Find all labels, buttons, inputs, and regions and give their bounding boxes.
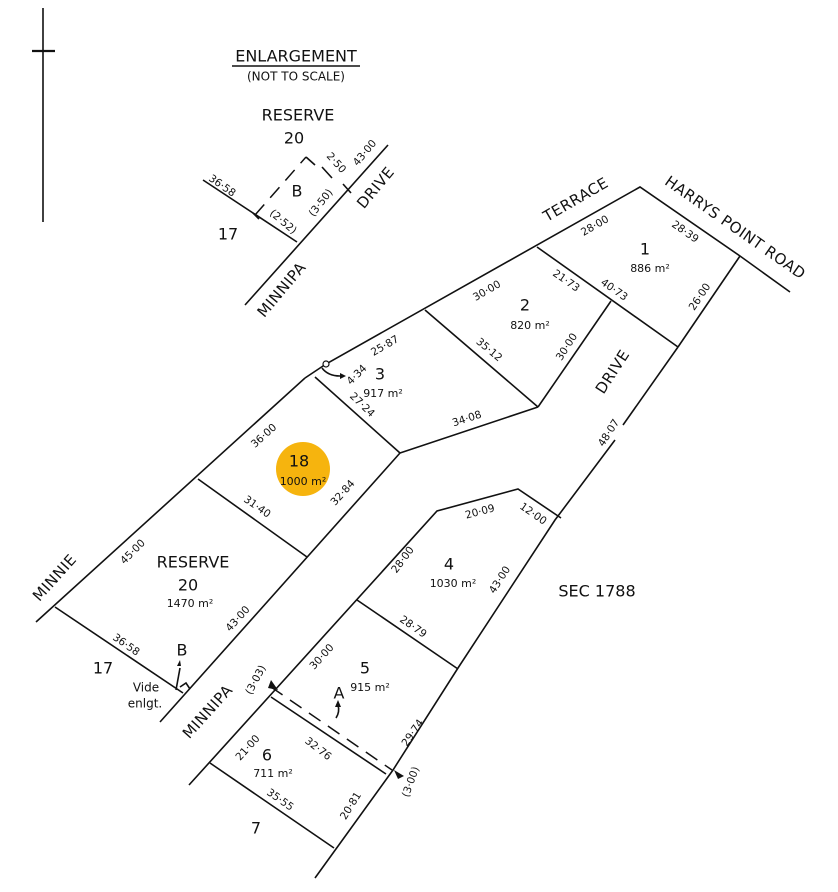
dim-label: 43·00 (223, 604, 252, 634)
north-mark (32, 8, 55, 222)
parcel-boundaries (35, 186, 791, 879)
enlargement-road-minnipa: MINNIPA (253, 258, 309, 320)
dim-label: (3·03) (243, 663, 268, 697)
lot-4-number: 4 (444, 555, 454, 574)
dim-label: 26·00 (687, 281, 714, 313)
dim-label: 32·76 (302, 735, 333, 763)
reserve-number: 20 (178, 576, 198, 595)
lot-17-number: 17 (93, 659, 113, 678)
vide-label: Vide (133, 681, 159, 695)
dim-label: 32·84 (328, 478, 357, 509)
lot-2-area: 820 m² (510, 319, 550, 332)
enlargement-title: ENLARGEMENT (235, 47, 357, 66)
dim-label: 43·00 (351, 138, 380, 169)
enlargement-reserve-label: RESERVE (262, 106, 335, 125)
lot-1-number: 1 (640, 240, 650, 259)
enlargement-reserve-number: 20 (284, 129, 304, 148)
dim-label: 21·73 (550, 267, 582, 294)
dim-label: 28·79 (397, 613, 429, 640)
dim-label: (3·00) (400, 765, 422, 799)
lot-6-number: 6 (262, 746, 272, 765)
lot-3-number: 3 (375, 365, 385, 384)
dim-label: 45·00 (118, 537, 148, 567)
dim-label: 30·00 (307, 642, 336, 672)
dim-label: 28·39 (669, 218, 701, 245)
lot-3-area: 917 m² (363, 387, 403, 400)
dim-label: (3·50) (307, 187, 336, 219)
enlargement-point-b: B (292, 182, 303, 201)
enlargement-road-drive: DRIVE (353, 163, 398, 212)
lot-18-highlight (276, 442, 330, 496)
road-drive: DRIVE (592, 346, 634, 397)
dim-label: 29·74 (399, 717, 426, 749)
dim-label: 48·07 (596, 417, 622, 449)
dim-label: 31·40 (241, 493, 273, 520)
reserve-label: RESERVE (157, 553, 230, 572)
enlgt-label: enlgt. (128, 697, 162, 711)
point-a-label: A (334, 684, 345, 703)
reserve-area: 1470 m² (167, 597, 214, 610)
lot-7-number: 7 (251, 819, 261, 838)
lot-6-area: 711 m² (253, 767, 293, 780)
dim-label: 35·12 (474, 336, 505, 365)
lot-5-area: 915 m² (350, 681, 390, 694)
lot-18-area: 1000 m² (280, 475, 327, 488)
dim-label: 20·81 (338, 790, 364, 822)
lot-5-number: 5 (360, 659, 370, 678)
point-b-label: B (177, 641, 188, 660)
enlargement-lot-17: 17 (218, 225, 238, 244)
enlargement-subtitle: (NOT TO SCALE) (247, 70, 345, 84)
lot-18-number: 18 (289, 452, 309, 471)
lot-1-area: 886 m² (630, 262, 670, 275)
road-minnie: MINNIE (29, 551, 80, 605)
dim-label: 30·00 (471, 278, 503, 303)
dim-label: 21·00 (233, 733, 262, 763)
dim-label: 40·73 (598, 276, 630, 303)
dim-label: 35·55 (264, 786, 296, 813)
dim-label: 28·00 (579, 213, 611, 238)
dim-label: 12·00 (517, 500, 549, 527)
section-label: SEC 1788 (558, 582, 635, 601)
enlargement-inset: ENLARGEMENT (NOT TO SCALE) RESERVE 20 36… (202, 47, 398, 321)
lot-4-area: 1030 m² (430, 577, 477, 590)
dim-label: 30·00 (554, 331, 580, 363)
dim-label: 20·09 (464, 502, 496, 521)
lot-2-number: 2 (520, 296, 530, 315)
dim-label: 4·34 (344, 362, 369, 387)
